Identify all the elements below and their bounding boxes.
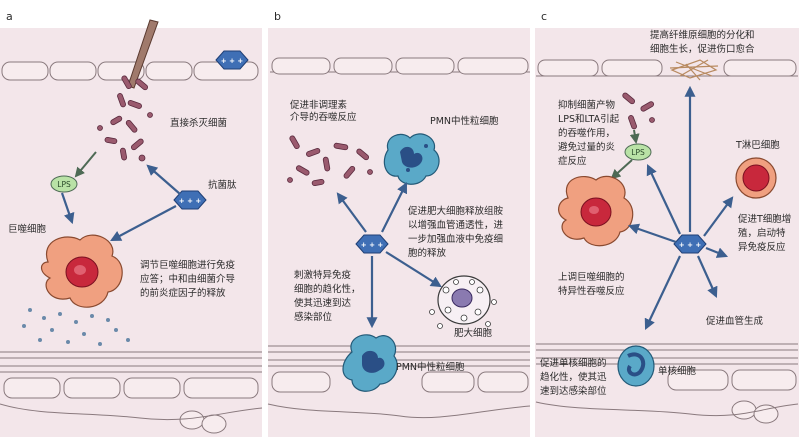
pmn-top-cell <box>383 133 440 185</box>
label-monocyte-chemotaxis: 促进单核细胞的 趋化性，使其迅 速到达感染部位 <box>540 357 610 397</box>
panel-a-background <box>0 28 262 437</box>
label-modulate: 调节巨噬细胞进行免疫 应答；中和由细菌介导 的前炎症因子的释放 <box>140 259 238 299</box>
pmn-bottom-cell <box>342 334 398 392</box>
panel-c-arrows <box>627 85 734 330</box>
panel-b-top-epithelium <box>270 57 530 75</box>
arrow-lps-to-macrophage <box>610 159 633 180</box>
label-mast-cell: 肥大细胞 <box>454 327 493 339</box>
panel-a-top-epithelium <box>1 61 259 81</box>
label-macrophage: 巨噬细胞 <box>8 223 47 235</box>
panel-a-bacteria <box>97 75 153 162</box>
peptide-symbol: + + + <box>679 241 702 249</box>
arrow-bacteria-to-lps <box>629 129 640 144</box>
label-promote-phagocytosis: 促进非调理素 介导的吞噬反应 <box>290 99 357 123</box>
peptide-symbol: + + + <box>361 241 384 249</box>
label-pmn-bottom: PMN中性粒细胞 <box>396 361 465 373</box>
panel-c-bottom-tissue <box>535 343 799 424</box>
needle-icon <box>127 19 159 89</box>
panel-a-letter: a <box>6 10 13 23</box>
macrophage-cell <box>40 234 123 308</box>
lps-label: LPS <box>631 148 645 157</box>
macrophage-cell <box>558 175 634 247</box>
label-kill-bacteria: 直接杀灭细菌 <box>170 117 227 129</box>
cytokine-dots <box>22 308 130 346</box>
panel-c: c 提高纤维原细胞的分化和 细胞生长，促进伤口愈合 抑制细菌产物 LPS和LTA… <box>535 10 799 437</box>
label-angiogenesis: 促进血管生成 <box>706 315 764 327</box>
fibroblast-icon <box>669 59 719 81</box>
panel-b-letter: b <box>274 10 281 23</box>
label-monocyte: 单核细胞 <box>658 365 697 377</box>
mast-cell <box>429 275 497 329</box>
panel-b: b 促进非调理素 介导的吞噬反应 PMN中性粒细胞 <box>267 10 531 437</box>
panel-b-background <box>268 28 530 437</box>
peptide-symbol: + + + <box>179 197 202 205</box>
panel-a-bottom-tissue <box>0 351 263 434</box>
label-pmn-top: PMN中性粒细胞 <box>430 115 499 127</box>
label-antibacterial-peptide: 抗菌肽 <box>208 179 237 191</box>
t-cell <box>735 157 777 199</box>
peptide-icon: + + + <box>215 50 249 70</box>
label-suppress-lps: 抑制细菌产物 LPS和LTA引起 的吞噬作用， 避免过量的炎 症反应 <box>558 99 622 167</box>
label-fibroblast: 提高纤维原细胞的分化和 细胞生长，促进伤口愈合 <box>650 29 758 55</box>
panel-c-letter: c <box>541 10 547 23</box>
panel-b-bottom-tissue <box>267 345 531 419</box>
arrow-bacteria-to-lps <box>74 151 97 178</box>
panel-c-bacteria <box>622 92 655 130</box>
panel-b-arrows <box>336 182 442 329</box>
peptide-symbol: + + + <box>221 57 244 65</box>
peptide-icon: + + + <box>173 190 207 210</box>
label-mast-release: 促进肥大细胞释放组胺 以增强血管通透性，进 一步加强血液中免疫细 胞的释放 <box>408 205 506 259</box>
panel-b-bacteria <box>287 135 373 187</box>
label-upregulate-phagocytosis: 上调巨噬细胞的 特异性吞噬反应 <box>558 271 628 297</box>
label-t-cell-activation: 促进T细胞增 殖，启动特 异免疫反应 <box>738 213 794 253</box>
label-t-cell: T淋巴细胞 <box>735 139 780 151</box>
panel-a-arrows <box>60 164 181 242</box>
peptide-icon: + + + <box>355 234 389 254</box>
panel-a: a + + + 直 <box>0 10 263 437</box>
monocyte-cell <box>617 345 655 387</box>
panel-c-top-epithelium <box>536 59 798 77</box>
lps-icon <box>624 143 652 161</box>
lps-icon <box>50 175 78 193</box>
lps-label: LPS <box>57 180 71 189</box>
peptide-icon: + + + <box>673 234 707 254</box>
label-stimulate-chemotaxis: 刺激特异免疫 细胞的趋化性， 使其迅速到达 感染部位 <box>294 269 364 323</box>
